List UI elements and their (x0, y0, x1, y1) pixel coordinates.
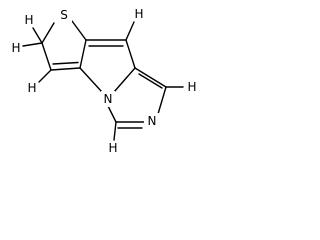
atom-h-ch-top-right: H (134, 7, 143, 21)
atom-nitrogen-imine: N (148, 114, 157, 128)
bond-c3-n-bridge (113, 67, 136, 93)
atom-h-ch2-left: H (11, 41, 20, 55)
bond-c3-ch-imid-double (138, 73, 163, 89)
bond-ch2-h-left (22, 42, 43, 47)
atom-h-ch-left: H (27, 81, 36, 95)
atom-labels: S N N H H H H H H (11, 7, 196, 155)
bond-c3a-n-bridge (79, 67, 103, 93)
atom-nitrogen-bridge: N (104, 92, 113, 106)
bond-ch-h (38, 69, 52, 83)
bond-ch2-ch (41, 42, 52, 71)
bond-c3a-c1 (79, 39, 87, 69)
molecule-diagram: S N N H H H H H H (11, 7, 196, 155)
bonds (22, 20, 184, 141)
bond-c2-h (125, 21, 135, 41)
bond-c1-s (71, 20, 87, 41)
bond-imid-ch-h (113, 121, 117, 141)
atom-h-imid-bottom: H (108, 141, 117, 155)
bond-ch-c3a-double (52, 61, 79, 65)
bond-ch-c3a (50, 67, 81, 71)
atom-sulfur: S (60, 8, 68, 22)
bond-ch-imid-n (157, 86, 167, 115)
bond-c2-c3 (125, 39, 136, 69)
bond-c3-ch-imid (134, 67, 167, 88)
atom-h-imid-right: H (187, 80, 196, 94)
bond-ch2-h-top (32, 27, 43, 44)
atom-h-ch2-top: H (24, 13, 33, 27)
bond-s-ch2 (41, 22, 55, 44)
